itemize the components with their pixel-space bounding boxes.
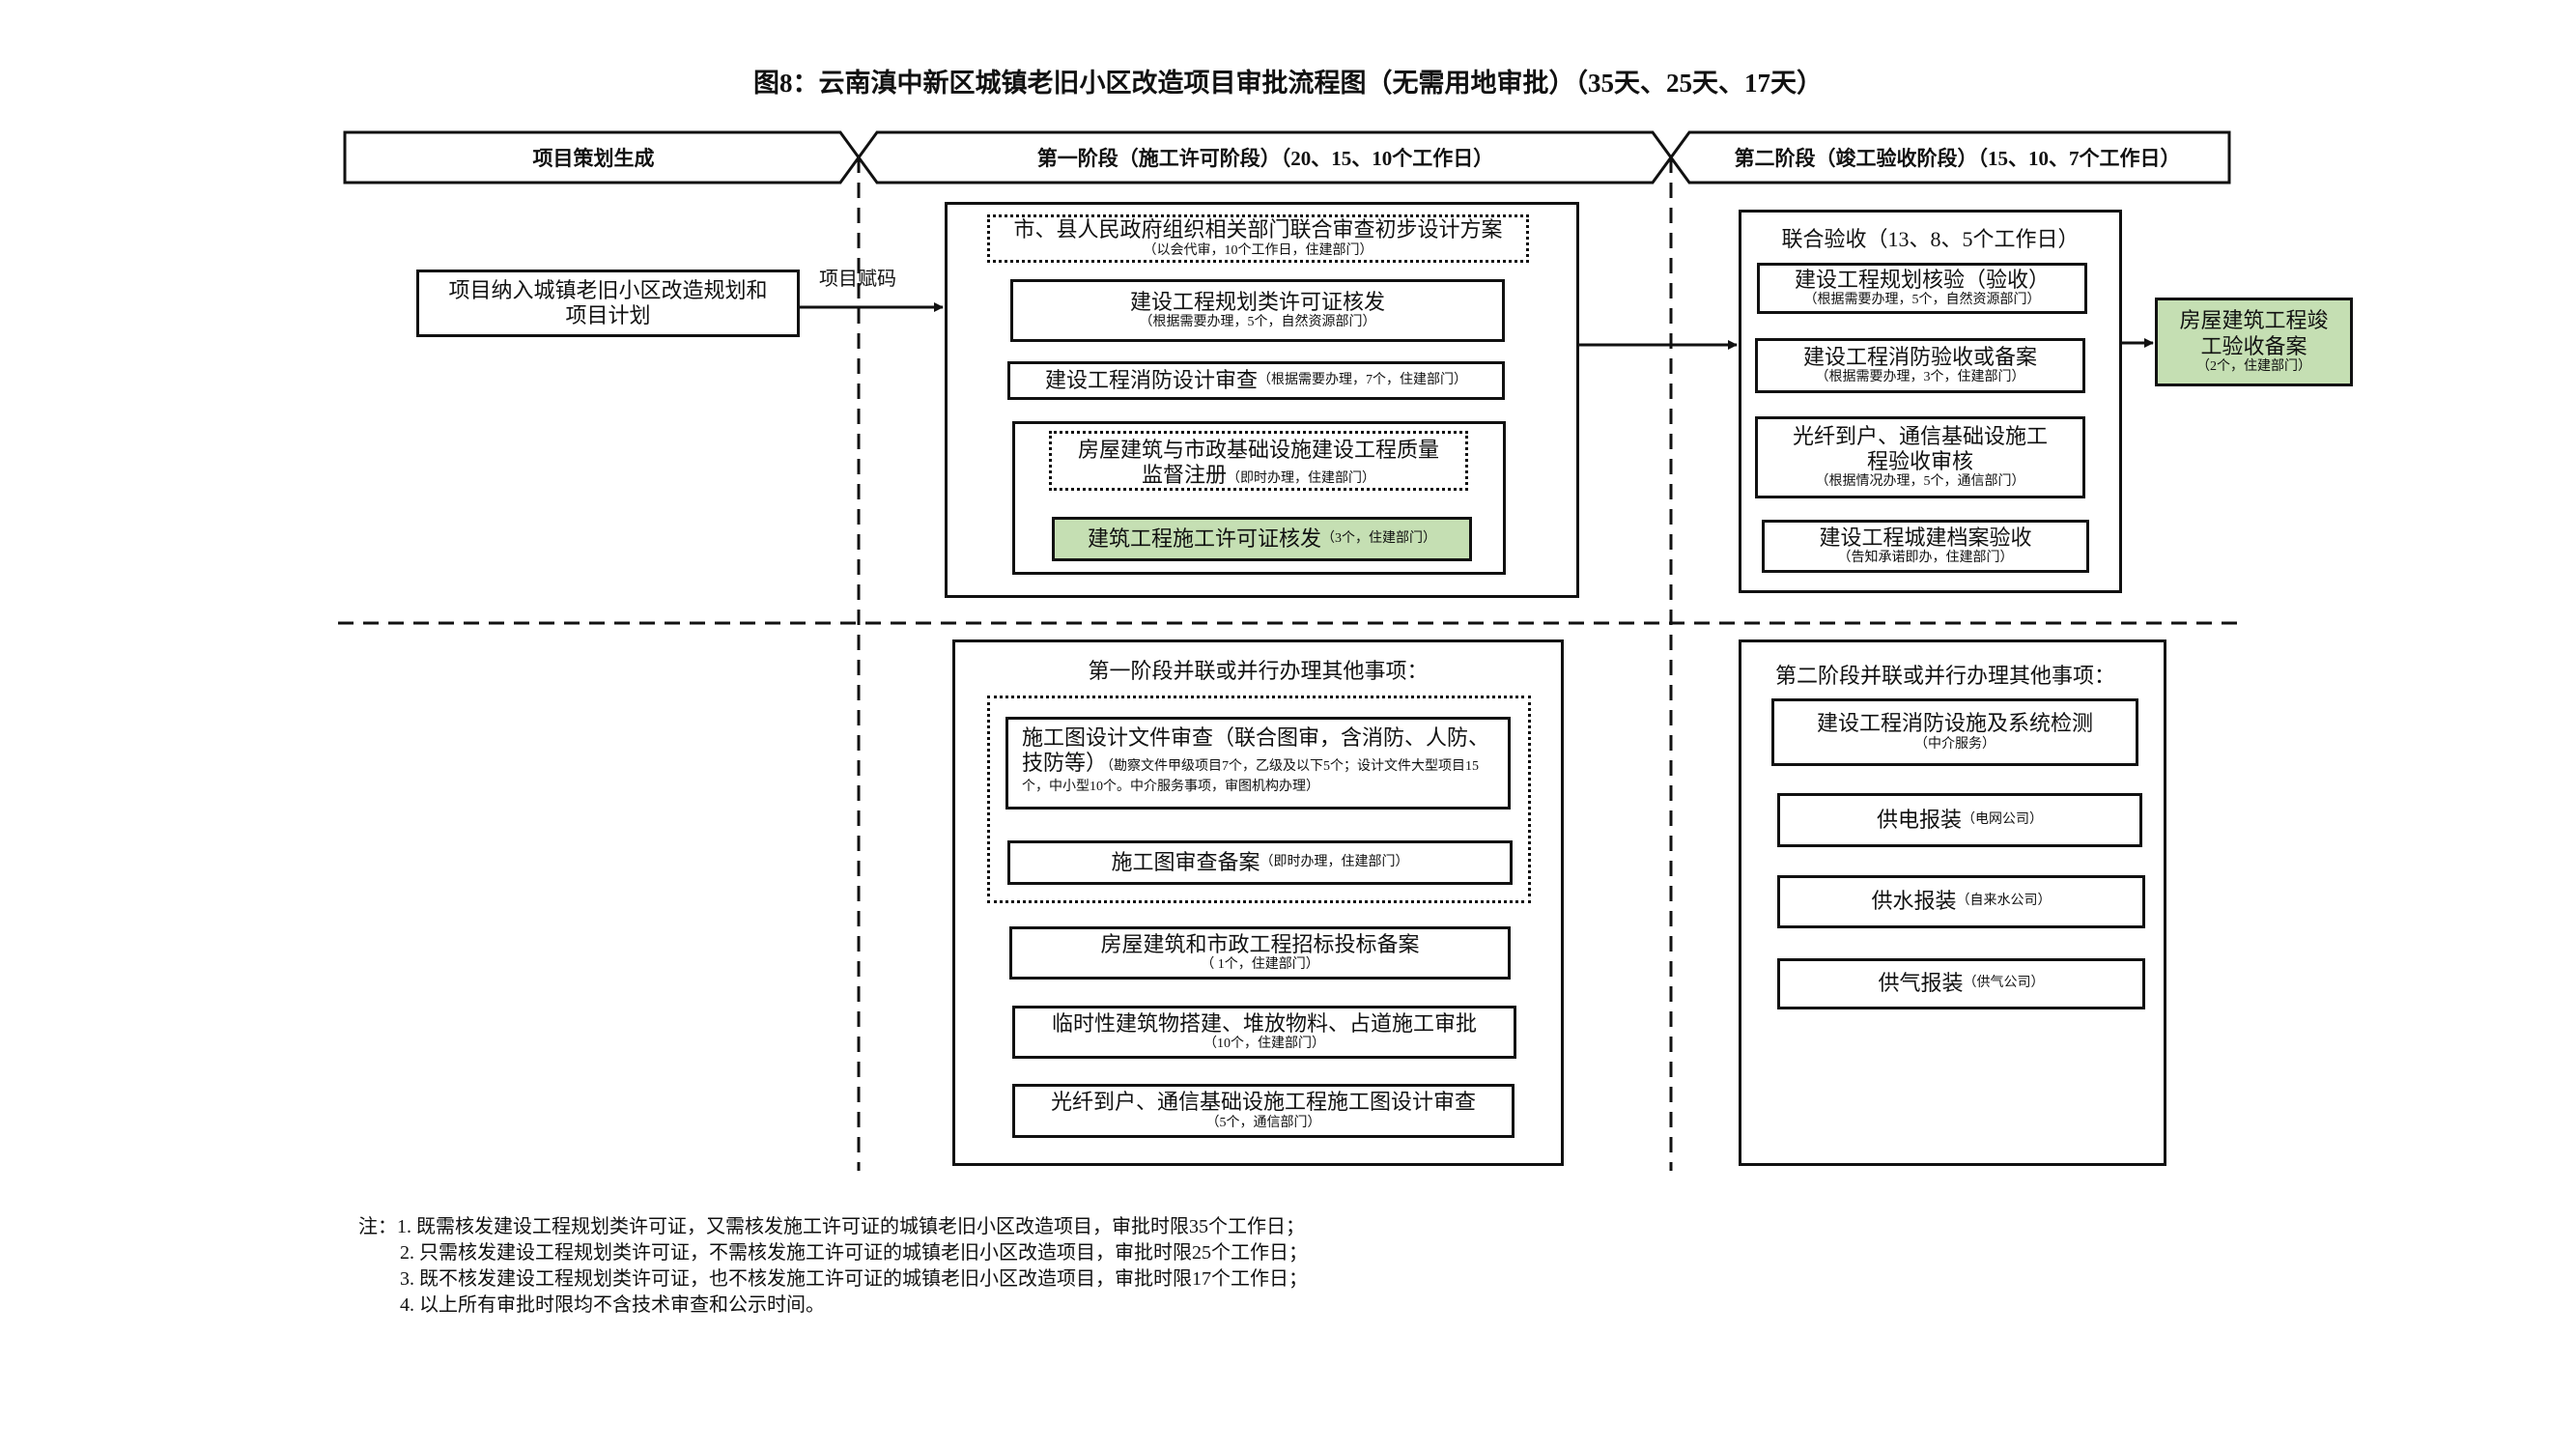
parallel1-item: 房屋建筑和市政工程招标投标备案 （ 1个，住建部门） bbox=[1009, 926, 1511, 980]
drawing-filing-main: 施工图审查备案 bbox=[1111, 849, 1260, 874]
final-filing-main: 房屋建筑工程竣工验收备案 bbox=[2179, 308, 2329, 358]
quality-reg-sub: （即时办理，住建部门） bbox=[1227, 471, 1375, 487]
joint-acceptance-title: 联合验收（13、8、5个工作日） bbox=[1781, 227, 2080, 251]
fire-review-box: 建设工程消防设计审查 （根据需要办理，7个，住建部门） bbox=[1007, 361, 1505, 400]
phase2-item-main: 建设工程城建档案验收 bbox=[1819, 525, 2032, 550]
drawing-filing-box: 施工图审查备案 （即时办理，住建部门） bbox=[1007, 840, 1513, 885]
parallel1-item-main: 临时性建筑物搭建、堆放物料、占道施工审批 bbox=[1051, 1010, 1477, 1036]
banner-planning: 项目策划生成 bbox=[532, 147, 655, 170]
note-line: 注：1. 既需核发建设工程规划类许可证，又需核发施工许可证的城镇老旧小区改造项目… bbox=[358, 1216, 1305, 1237]
parallel2-item: 供气报装 （供气公司） bbox=[1777, 958, 2145, 1009]
note-line: 2. 只需核发建设工程规划类许可证，不需核发施工许可证的城镇老旧小区改造项目，审… bbox=[400, 1242, 1308, 1264]
parallel1-item-sub: （5个，通信部门） bbox=[1205, 1115, 1321, 1130]
quality-reg-box: 房屋建筑与市政基础设施建设工程质量监督注册（即时办理，住建部门） bbox=[1049, 431, 1468, 491]
parallel2-item-sub: （自来水公司） bbox=[1956, 894, 2052, 909]
planning-permit-sub: （根据需要办理，5个，自然资源部门） bbox=[1139, 315, 1376, 330]
construction-permit-box: 建筑工程施工许可证核发 （3个，住建部门） bbox=[1052, 517, 1472, 561]
quality-reg-main: 房屋建筑与市政基础设施建设工程质量监督注册 bbox=[1077, 438, 1439, 488]
drawing-review-box: 施工图设计文件审查（联合图审，含消防、人防、技防等）（勘察文件甲级项目7个，乙级… bbox=[1005, 717, 1511, 810]
parallel1-item-main: 光纤到户、通信基础设施工程施工图设计审查 bbox=[1050, 1090, 1476, 1115]
phase2-item: 光纤到户、通信基础设施工程验收审核 （根据情况办理，5个，通信部门） bbox=[1755, 416, 2085, 498]
joint-review-box: 市、县人民政府组织相关部门联合审查初步设计方案 （以会代审，10个工作日，住建部… bbox=[987, 214, 1529, 263]
phase2-item-main: 建设工程消防验收或备案 bbox=[1802, 344, 2037, 369]
phase2-item-main: 建设工程规划核验（验收） bbox=[1794, 267, 2050, 292]
parallel2-item-main: 建设工程消防设施及系统检测 bbox=[1816, 711, 2093, 736]
construction-permit-main: 建筑工程施工许可证核发 bbox=[1087, 526, 1321, 551]
banner-planning-shape bbox=[343, 130, 861, 185]
parallel1-item-sub: （10个，住建部门） bbox=[1203, 1037, 1325, 1052]
joint-review-main: 市、县人民政府组织相关部门联合审查初步设计方案 bbox=[1013, 217, 1503, 242]
parallel1-item-main: 房屋建筑和市政工程招标投标备案 bbox=[1100, 931, 1420, 956]
parallel2-item-sub: （电网公司） bbox=[1962, 811, 2043, 827]
parallel1-item: 临时性建筑物搭建、堆放物料、占道施工审批 （10个，住建部门） bbox=[1012, 1006, 1516, 1059]
note-line: 3. 既不核发建设工程规划类许可证，也不核发施工许可证的城镇老旧小区改造项目，审… bbox=[400, 1268, 1308, 1290]
planning-permit-main: 建设工程规划类许可证核发 bbox=[1129, 289, 1385, 314]
arrow-label: 项目赋码 bbox=[819, 269, 896, 290]
phase2-item: 建设工程消防验收或备案 （根据需要办理，3个，住建部门） bbox=[1755, 338, 2085, 393]
phase2-item-sub: （告知承诺即办，住建部门） bbox=[1837, 551, 2014, 566]
phase2-item-sub: （根据情况办理，5个，通信部门） bbox=[1815, 474, 2025, 490]
parallel1-title: 第一阶段并联或并行办理其他事项： bbox=[1088, 659, 1429, 683]
phase2-item-sub: （根据需要办理，3个，住建部门） bbox=[1815, 370, 2025, 385]
fire-review-main: 建设工程消防设计审查 bbox=[1044, 367, 1258, 392]
note-line: 4. 以上所有审批时限均不含技术审查和公示时间。 bbox=[400, 1294, 825, 1316]
parallel2-item: 建设工程消防设施及系统检测 （中介服务） bbox=[1771, 698, 2138, 766]
parallel2-item-main: 供气报装 bbox=[1878, 971, 1964, 996]
phase2-item: 建设工程规划核验（验收） （根据需要办理，5个，自然资源部门） bbox=[1757, 263, 2087, 314]
parallel2-item-sub: （供气公司） bbox=[1963, 976, 2045, 991]
drawing-filing-sub: （即时办理，住建部门） bbox=[1260, 854, 1409, 869]
banner-phase1: 第一阶段（施工许可阶段）（20、15、10个工作日） bbox=[1036, 147, 1494, 170]
phase2-item-sub: （根据需要办理，5个，自然资源部门） bbox=[1803, 293, 2041, 308]
page-title: 图8：云南滇中新区城镇老旧小区改造项目审批流程图（无需用地审批）（35天、25天… bbox=[753, 69, 1823, 98]
parallel2-item: 供电报装 （电网公司） bbox=[1777, 793, 2142, 847]
phase2-item-main: 光纤到户、通信基础设施工程验收审核 bbox=[1792, 423, 2048, 474]
planning-permit-box: 建设工程规划类许可证核发 （根据需要办理，5个，自然资源部门） bbox=[1010, 279, 1505, 342]
phase2-item: 建设工程城建档案验收 （告知承诺即办，住建部门） bbox=[1762, 520, 2089, 573]
banner-phase2-shape bbox=[1669, 130, 2231, 185]
fire-review-sub: （根据需要办理，7个，住建部门） bbox=[1258, 372, 1467, 387]
final-filing-sub: （2个，住建部门） bbox=[2196, 358, 2311, 374]
drawing-review-sub: （勘察文件甲级项目7个，乙级及以下5个；设计文件大型项目15个，中小型10个。中… bbox=[1022, 759, 1480, 794]
parallel1-item-sub: （ 1个，住建部门） bbox=[1201, 957, 1319, 973]
final-filing-box: 房屋建筑工程竣工验收备案 （2个，住建部门） bbox=[2155, 298, 2353, 386]
planning-box: 项目纳入城镇老旧小区改造规划和项目计划 bbox=[416, 270, 800, 337]
parallel2-title: 第二阶段并联或并行办理其他事项： bbox=[1775, 664, 2116, 688]
parallel1-item: 光纤到户、通信基础设施工程施工图设计审查 （5个，通信部门） bbox=[1012, 1084, 1514, 1138]
parallel2-item-main: 供水报装 bbox=[1871, 889, 1957, 914]
parallel2-item-main: 供电报装 bbox=[1876, 807, 1962, 832]
construction-permit-sub: （3个，住建部门） bbox=[1321, 530, 1436, 546]
drawing-review-main: 施工图设计文件审查（联合图审，含消防、人防、技防等） bbox=[1022, 725, 1490, 776]
parallel2-item: 供水报装 （自来水公司） bbox=[1777, 875, 2145, 928]
joint-review-sub: （以会代审，10个工作日，住建部门） bbox=[1143, 242, 1373, 258]
banner-phase2: 第二阶段（竣工验收阶段）（15、10、7个工作日） bbox=[1734, 147, 2181, 170]
parallel2-item-sub: （中介服务） bbox=[1914, 736, 1996, 752]
